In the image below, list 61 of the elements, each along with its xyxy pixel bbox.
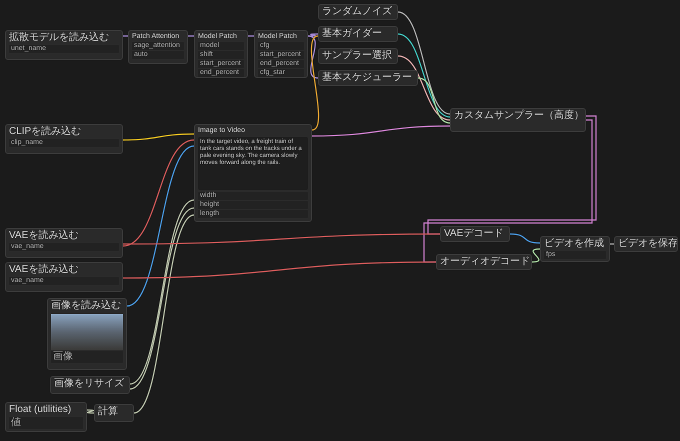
connector-wire (122, 35, 129, 37)
node-card (5, 262, 123, 292)
node-title: オーディオデコード (440, 256, 530, 268)
node-card (94, 404, 134, 422)
node-title: VAEを読み込む (9, 230, 78, 242)
node-card (194, 124, 312, 222)
node-card (5, 402, 87, 432)
connector-wire (532, 248, 540, 263)
node-title: CLIPを読み込む (9, 126, 82, 138)
connector-wire (126, 145, 194, 307)
node-card (194, 30, 248, 78)
node-card (5, 124, 123, 154)
connector-wire (87, 409, 94, 414)
node-card (318, 48, 398, 64)
connector-wire (123, 261, 436, 279)
connector-wire (123, 233, 440, 245)
node-title: サンプラー選択 (322, 50, 392, 62)
node-title: 画像を読み込む (51, 300, 121, 312)
node-card (5, 30, 123, 60)
connector-wire (423, 119, 593, 263)
node-card (5, 228, 123, 258)
node-title: 計算 (98, 406, 118, 418)
node-card (50, 376, 130, 394)
node-card (128, 30, 188, 64)
connector-wire (188, 35, 194, 37)
node-card (614, 236, 678, 252)
node-title: 拡散モデルを読み込む (9, 32, 109, 44)
connector-wire (418, 77, 450, 124)
connector-wire (510, 233, 540, 244)
connector-wire (134, 214, 194, 414)
node-title: Float (utilities) (9, 404, 72, 416)
node-card (436, 254, 532, 270)
connector-wire (310, 35, 320, 131)
connector-wire (122, 139, 194, 247)
node-card (440, 226, 510, 242)
node-card (318, 4, 398, 20)
node-title: 基本ガイダー (322, 28, 382, 40)
connector-wire (398, 33, 450, 118)
node-title: VAEを読み込む (9, 264, 78, 276)
node-card (318, 26, 398, 42)
node-title: 画像をリサイズ (54, 378, 124, 390)
node-card (318, 70, 418, 86)
connector-wire (123, 133, 194, 141)
node-title: カスタムサンプラー（高度） (454, 110, 584, 122)
connector-wire (308, 35, 318, 79)
connector-wire (398, 11, 450, 115)
node-card (254, 30, 308, 78)
node-title: VAEデコード (444, 228, 504, 240)
node-title: ビデオを作成 (544, 238, 604, 250)
node-card (47, 298, 127, 370)
node-title: 基本スケジューラー (322, 72, 412, 84)
widget-label: 値 (9, 417, 83, 429)
connector-wire (427, 115, 597, 235)
connector-wire (312, 125, 450, 137)
connector-wire (398, 55, 450, 121)
node-title: ランダムノイズ (322, 6, 392, 18)
widget-label: 画像 (51, 351, 123, 363)
node-card (450, 108, 586, 132)
node-card (540, 236, 610, 262)
connector-wire (308, 33, 318, 37)
connector-wire (248, 35, 254, 37)
